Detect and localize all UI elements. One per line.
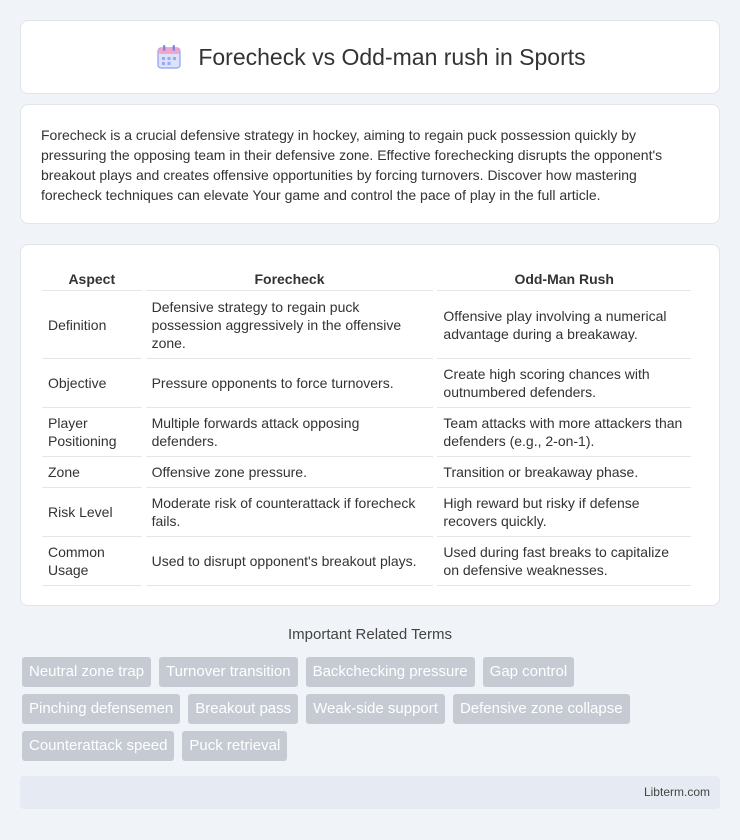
- cell-aspect: Player Positioning: [42, 408, 142, 457]
- cell-odd-man-rush: Transition or breakaway phase.: [437, 457, 691, 488]
- table-row: Common Usage Used to disrupt opponent's …: [42, 537, 691, 586]
- cell-aspect: Definition: [42, 291, 142, 359]
- tag-gap-control[interactable]: Gap control: [482, 657, 575, 687]
- calendar-icon: [157, 45, 181, 69]
- tag-turnover-transition[interactable]: Turnover transition: [159, 657, 298, 687]
- cell-forecheck: Moderate risk of counterattack if forech…: [145, 488, 434, 537]
- tag-breakout-pass[interactable]: Breakout pass: [188, 694, 299, 724]
- header-aspect: Aspect: [42, 265, 142, 291]
- intro-card: Forecheck is a crucial defensive strateg…: [20, 104, 720, 224]
- cell-forecheck: Multiple forwards attack opposing defend…: [145, 408, 434, 457]
- cell-odd-man-rush: Used during fast breaks to capitalize on…: [437, 537, 691, 586]
- cell-forecheck: Offensive zone pressure.: [145, 457, 434, 488]
- table-header-row: Aspect Forecheck Odd-Man Rush: [42, 265, 691, 291]
- tag-puck-retrieval[interactable]: Puck retrieval: [182, 731, 288, 761]
- tag-neutral-zone-trap[interactable]: Neutral zone trap: [22, 657, 152, 687]
- header-odd-man-rush: Odd-Man Rush: [437, 265, 691, 291]
- cell-odd-man-rush: High reward but risky if defense recover…: [437, 488, 691, 537]
- tag-pinching-defensemen[interactable]: Pinching defensemen: [22, 694, 181, 724]
- cell-odd-man-rush: Team attacks with more attackers than de…: [437, 408, 691, 457]
- footer-site-link[interactable]: Libterm.com: [643, 785, 710, 799]
- cell-odd-man-rush: Offensive play involving a numerical adv…: [437, 291, 691, 359]
- tag-defensive-zone-collapse[interactable]: Defensive zone collapse: [452, 694, 630, 724]
- cell-aspect: Zone: [42, 457, 142, 488]
- cell-forecheck: Pressure opponents to force turnovers.: [145, 359, 434, 408]
- title-wrap: Forecheck vs Odd-man rush in Sports: [154, 42, 586, 72]
- related-terms-list: Neutral zone trap Turnover transition Ba…: [22, 657, 722, 761]
- comparison-card: Aspect Forecheck Odd-Man Rush Definition…: [20, 244, 720, 606]
- table-row: Definition Defensive strategy to regain …: [42, 291, 691, 359]
- cell-odd-man-rush: Create high scoring chances with outnumb…: [437, 359, 691, 408]
- table-row: Risk Level Moderate risk of counterattac…: [42, 488, 691, 537]
- cell-aspect: Common Usage: [42, 537, 142, 586]
- footer: Libterm.com: [20, 776, 720, 809]
- tag-backchecking-pressure[interactable]: Backchecking pressure: [305, 657, 475, 687]
- tag-weak-side-support[interactable]: Weak-side support: [306, 694, 445, 724]
- intro-text: Forecheck is a crucial defensive strateg…: [41, 127, 663, 203]
- related-terms-heading: Important Related Terms: [288, 626, 452, 643]
- table-row: Objective Pressure opponents to force tu…: [42, 359, 691, 408]
- cell-forecheck: Used to disrupt opponent's breakout play…: [145, 537, 434, 586]
- cell-aspect: Objective: [42, 359, 142, 408]
- comparison-table: Aspect Forecheck Odd-Man Rush Definition…: [38, 265, 695, 586]
- tag-counterattack-speed[interactable]: Counterattack speed: [22, 731, 175, 761]
- cell-aspect: Risk Level: [42, 488, 142, 537]
- cell-forecheck: Defensive strategy to regain puck posses…: [145, 291, 434, 359]
- title-card: Forecheck vs Odd-man rush in Sports: [20, 20, 720, 94]
- table-row: Player Positioning Multiple forwards att…: [42, 408, 691, 457]
- page-title: Forecheck vs Odd-man rush in Sports: [198, 43, 586, 70]
- header-forecheck: Forecheck: [145, 265, 434, 291]
- table-row: Zone Offensive zone pressure. Transition…: [42, 457, 691, 488]
